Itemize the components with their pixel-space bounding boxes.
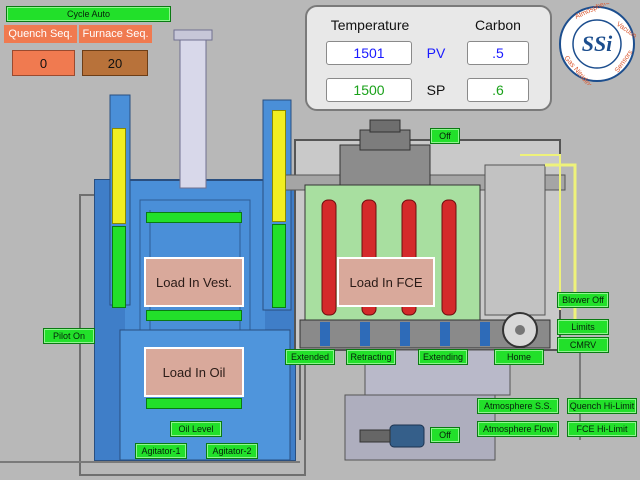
right-upper-yellow-bar — [272, 110, 286, 222]
load-in-vestibule: Load In Vest. — [144, 257, 244, 307]
home-indicator[interactable]: Home — [494, 349, 544, 365]
quench-seq-value: 0 — [12, 50, 75, 76]
top-off-indicator[interactable]: Off — [430, 128, 460, 144]
extending-indicator[interactable]: Extending — [418, 349, 468, 365]
elevator-cylinder — [179, 37, 207, 189]
carbon-pv: .5 — [467, 41, 529, 65]
left-upper-yellow-bar — [112, 128, 126, 224]
cycle-mode-indicator[interactable]: Cycle Auto — [6, 6, 171, 22]
carbon-sp[interactable]: .6 — [467, 78, 529, 102]
quench-hi-limit-indicator[interactable]: Quench Hi-Limit — [567, 398, 637, 414]
agitator-1-indicator[interactable]: Agitator-1 — [135, 443, 187, 459]
pilot-on-indicator[interactable]: Pilot On — [43, 328, 95, 344]
vestibule-top-bar — [146, 212, 242, 223]
right-lower-green-bar — [272, 224, 286, 308]
agitator-2-indicator[interactable]: Agitator-2 — [206, 443, 258, 459]
oil-level-indicator[interactable]: Oil Level — [170, 421, 222, 437]
load-in-oil: Load In Oil — [144, 347, 244, 397]
temperature-sp[interactable]: 1500 — [326, 78, 412, 102]
logo-text: SSi — [582, 31, 613, 56]
atmosphere-flow-indicator[interactable]: Atmosphere Flow — [477, 421, 559, 437]
sp-label: SP — [426, 82, 446, 98]
vestibule-bottom-bar — [146, 310, 242, 321]
retracting-indicator[interactable]: Retracting — [346, 349, 396, 365]
carbon-label: Carbon — [475, 17, 521, 33]
cmrv-indicator[interactable]: CMRV — [557, 337, 609, 353]
blower-motor — [389, 424, 425, 448]
furnace-seq-label: Furnace Seq. — [79, 25, 152, 43]
load-in-furnace: Load In FCE — [337, 257, 435, 307]
ssi-logo: SSi Atmosphere Vacuum Sensors Gas Nitrid… — [558, 0, 640, 90]
extended-indicator[interactable]: Extended — [285, 349, 335, 365]
left-lower-green-bar — [112, 226, 126, 308]
atmosphere-ss-indicator[interactable]: Atmosphere S.S. — [477, 398, 559, 414]
furnace-seq-value: 20 — [82, 50, 148, 76]
fce-hi-limit-indicator[interactable]: FCE Hi-Limit — [567, 421, 637, 437]
oil-bottom-bar — [146, 398, 242, 409]
bottom-off-indicator[interactable]: Off — [430, 427, 460, 443]
quench-seq-label: Quench Seq. — [4, 25, 77, 43]
blower-off-indicator[interactable]: Blower Off — [557, 292, 609, 308]
limits-indicator[interactable]: Limits — [557, 319, 609, 335]
temperature-pv: 1501 — [326, 41, 412, 65]
temperature-label: Temperature — [330, 17, 410, 33]
pv-label: PV — [426, 45, 446, 61]
